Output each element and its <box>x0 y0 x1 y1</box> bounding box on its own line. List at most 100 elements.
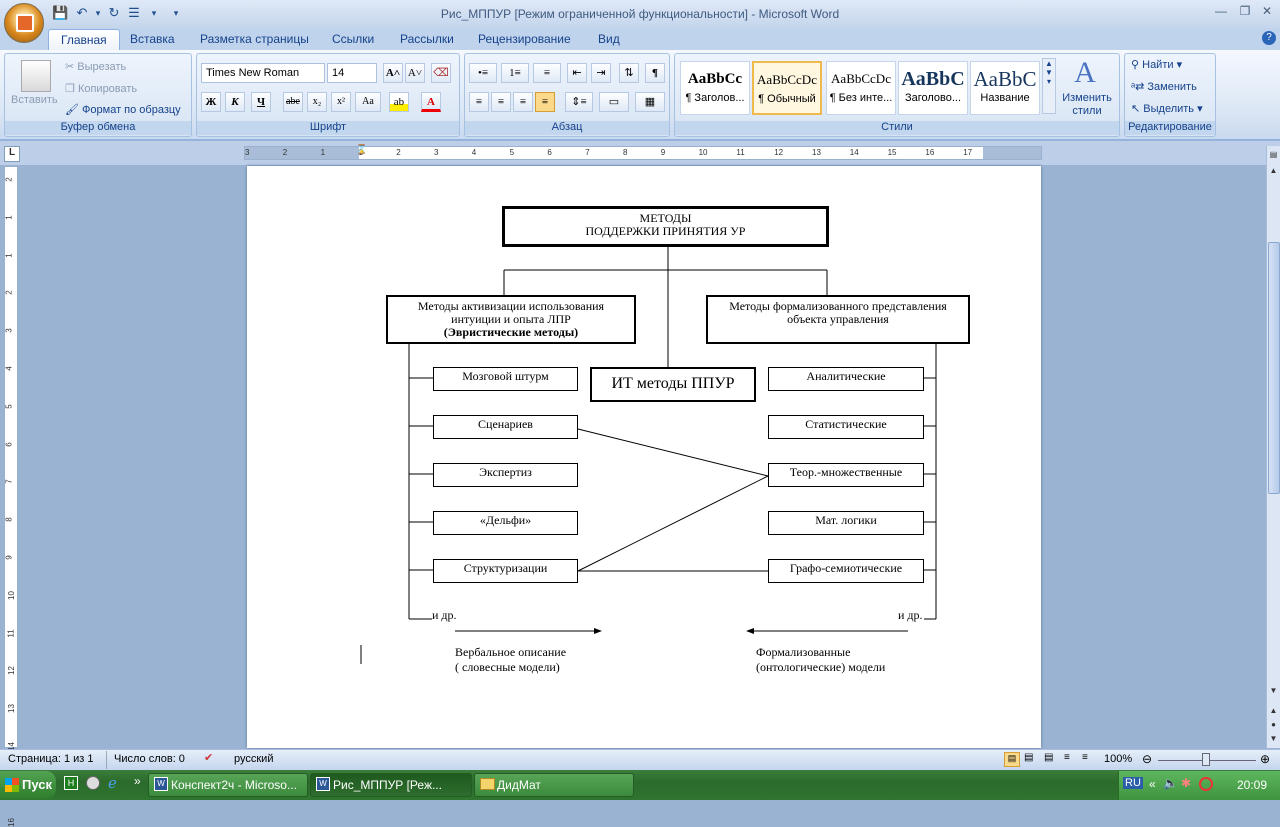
language-indicator[interactable]: русский <box>234 753 274 765</box>
undo-icon[interactable]: ↶ <box>76 5 88 20</box>
print-layout-icon[interactable]: ▤ <box>1004 752 1020 767</box>
paste-button[interactable]: Вставить <box>11 94 58 106</box>
document-page[interactable] <box>247 166 1041 748</box>
italic-button[interactable]: К <box>225 92 245 112</box>
show-marks-icon[interactable]: ¶ <box>645 63 665 83</box>
quicklaunch-ie-icon[interactable]: ℯ <box>108 775 117 792</box>
find-button[interactable]: ⚲ Найти ▾ <box>1131 59 1183 71</box>
tab-page-layout[interactable]: Разметка страницы <box>200 32 309 46</box>
zoom-in-icon[interactable]: ⊕ <box>1260 752 1271 766</box>
format-painter-button[interactable]: 🖌 Формат по образцу <box>65 103 181 116</box>
numbering-icon[interactable]: 1≡ <box>501 63 529 83</box>
zoom-slider-thumb[interactable] <box>1202 753 1210 766</box>
list-dropdown-icon[interactable]: ▾ <box>151 8 157 18</box>
replace-button[interactable]: ᵃ⇄ Заменить <box>1131 80 1197 93</box>
quicklaunch-more-icon[interactable]: » <box>134 774 141 788</box>
customize-qat-icon[interactable]: ▾ <box>173 8 179 18</box>
ruler-toggle-icon[interactable]: ▤ <box>1269 150 1278 159</box>
style-heading-1[interactable]: AaBbCc¶ Заголов... <box>680 61 750 115</box>
style-no-spacing[interactable]: AaBbCcDc¶ Без инте... <box>826 61 896 115</box>
tab-view[interactable]: Вид <box>598 32 620 46</box>
redo-icon[interactable]: ↻ <box>108 5 120 20</box>
taskbar-item[interactable]: Конспект2ч - Microso... <box>148 773 308 797</box>
clear-formatting-button[interactable]: ⌫ <box>431 63 451 83</box>
shading-icon[interactable]: ▭ <box>599 92 629 112</box>
proofing-icon[interactable]: ✔ <box>204 752 214 764</box>
superscript-button[interactable]: x² <box>331 92 351 112</box>
select-button[interactable]: ↖ Выделить ▾ <box>1131 103 1203 115</box>
paste-icon[interactable] <box>21 60 51 92</box>
scroll-down-icon[interactable]: ▼ <box>1269 686 1278 695</box>
quicklaunch-media-icon[interactable] <box>86 776 100 790</box>
office-button[interactable] <box>4 3 44 43</box>
sort-icon[interactable]: ⇅ <box>619 63 639 83</box>
list-icon[interactable]: ☰ <box>128 5 140 20</box>
help-icon[interactable]: ? <box>1262 31 1276 45</box>
quicklaunch-app-icon[interactable]: H <box>64 776 78 790</box>
taskbar-item[interactable]: ДидМат <box>474 773 634 797</box>
web-layout-icon[interactable]: ▤ <box>1044 752 1054 763</box>
align-center-icon[interactable]: ≡ <box>491 92 511 112</box>
word-count[interactable]: Число слов: 0 <box>114 753 185 765</box>
tab-mailings[interactable]: Рассылки <box>400 32 454 46</box>
tray-expand-icon[interactable]: « <box>1149 777 1156 791</box>
outline-icon[interactable]: ≡ <box>1064 752 1070 763</box>
tab-insert[interactable]: Вставка <box>130 32 175 46</box>
scroll-up-icon[interactable]: ▲ <box>1269 166 1278 175</box>
font-color-icon[interactable]: A <box>421 92 441 112</box>
zoom-out-icon[interactable]: ⊖ <box>1142 752 1153 766</box>
close-button[interactable]: ✕ <box>1261 4 1273 18</box>
decrease-indent-icon[interactable]: ⇤ <box>567 63 587 83</box>
cut-button[interactable]: ✂ Вырезать <box>65 60 126 73</box>
start-button[interactable]: Пуск <box>0 771 56 799</box>
clock[interactable]: 20:09 <box>1237 778 1268 792</box>
tab-home[interactable]: Главная <box>48 29 120 50</box>
font-name-select[interactable]: Times New Roman <box>201 63 325 83</box>
line-spacing-icon[interactable]: ⇕≡ <box>565 92 593 112</box>
borders-icon[interactable]: ▦ <box>635 92 665 112</box>
subscript-button[interactable]: x₂ <box>307 92 327 112</box>
tray-app-icon[interactable]: ✱ <box>1181 776 1192 790</box>
taskbar-item-active[interactable]: Рис_МППУР [Реж... <box>310 773 472 797</box>
shrink-font-button[interactable]: A˅ <box>405 63 425 83</box>
save-icon[interactable]: 💾 <box>52 5 69 20</box>
tray-security-icon[interactable] <box>1199 777 1213 791</box>
align-left-icon[interactable]: ≡ <box>469 92 489 112</box>
multilevel-list-icon[interactable]: ≡ <box>533 63 561 83</box>
highlight-icon[interactable]: ab <box>389 92 409 112</box>
grow-font-button[interactable]: A˄ <box>383 63 403 83</box>
bullets-icon[interactable]: •≡ <box>469 63 497 83</box>
next-page-icon[interactable]: ▼ <box>1269 734 1278 743</box>
change-case-button[interactable]: Aa <box>355 92 381 112</box>
underline-button[interactable]: Ч <box>251 92 271 112</box>
strikethrough-button[interactable]: abe <box>283 92 303 112</box>
page-count[interactable]: Страница: 1 из 1 <box>8 753 94 765</box>
draft-icon[interactable]: ≡ <box>1082 752 1088 763</box>
input-language[interactable]: RU <box>1123 777 1143 789</box>
prev-page-icon[interactable]: ▲ <box>1269 706 1278 715</box>
minimize-button[interactable]: — <box>1215 4 1227 18</box>
change-styles-icon[interactable]: A <box>1074 56 1096 89</box>
bold-button[interactable]: Ж <box>201 92 221 112</box>
full-screen-icon[interactable]: ▤ <box>1024 752 1034 763</box>
vertical-scrollbar[interactable]: ▤ ▲ ▼ ▲ ● ▼ <box>1266 146 1280 748</box>
zoom-level[interactable]: 100% <box>1104 753 1133 765</box>
copy-button[interactable]: ❐ Копировать <box>65 82 137 95</box>
tab-references[interactable]: Ссылки <box>332 32 375 46</box>
tab-selector-icon[interactable]: L <box>4 146 20 162</box>
align-right-icon[interactable]: ≡ <box>513 92 533 112</box>
restore-button[interactable]: ❐ <box>1239 4 1251 18</box>
change-styles-button[interactable]: Изменить стили <box>1062 92 1112 117</box>
style-normal[interactable]: AaBbCcDc¶ Обычный <box>752 61 822 115</box>
browse-object-icon[interactable]: ● <box>1271 720 1276 729</box>
indent-marker-icon[interactable]: ⌛ <box>356 144 368 154</box>
tab-review[interactable]: Рецензирование <box>478 32 571 46</box>
scroll-thumb[interactable] <box>1268 242 1280 494</box>
font-size-select[interactable]: 14 <box>327 63 377 83</box>
justify-icon[interactable]: ≡ <box>535 92 555 112</box>
styles-scroll[interactable]: ▲▼▾ <box>1042 58 1056 114</box>
increase-indent-icon[interactable]: ⇥ <box>591 63 611 83</box>
